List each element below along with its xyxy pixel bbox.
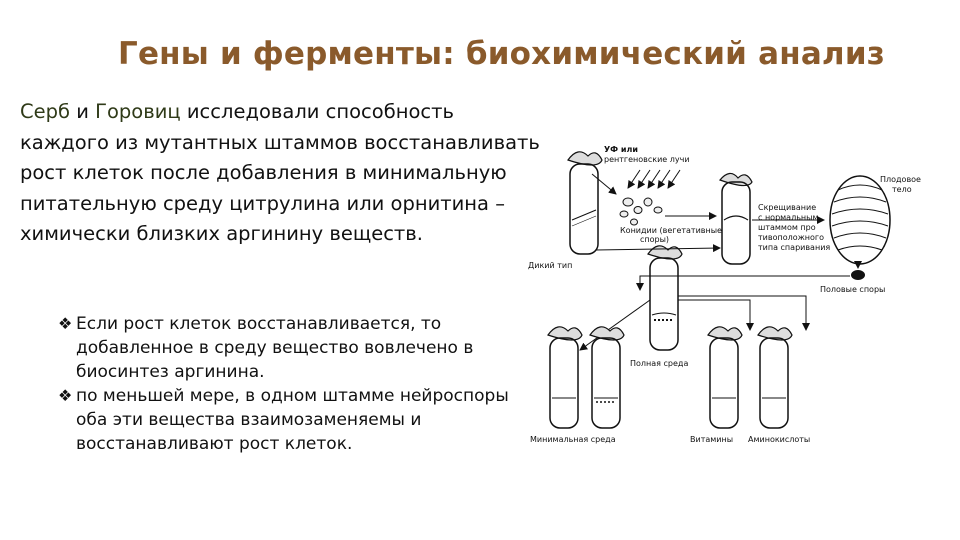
- arrow: [678, 295, 810, 331]
- bullet-item: ❖ Если рост клеток восстанавливается, то…: [58, 312, 528, 384]
- bullet-text: по меньшей мере, в одном штамме нейроспо…: [76, 386, 509, 454]
- author-serb: Серб: [20, 100, 71, 123]
- full-medium-tube: [647, 245, 683, 351]
- sexual-spores-label: Половые споры: [820, 285, 885, 294]
- sexual-spore-icon: [851, 270, 865, 280]
- fruit-body-label-2: тело: [892, 185, 912, 194]
- arrow: [579, 299, 651, 351]
- diamond-bullet-icon: ❖: [58, 386, 73, 405]
- diamond-bullet-icon: ❖: [58, 314, 73, 333]
- bullet-text: Если рост клеток восстанавливается, то д…: [76, 314, 474, 382]
- amino-acids-label: Аминокислоты: [748, 435, 810, 444]
- wild-type-label: Дикий тип: [528, 261, 572, 270]
- neurospora-experiment-diagram: Дикий тип УФ или рентгеновские лучи Кони…: [520, 130, 940, 460]
- conidia-label: Конидии (вегетативные: [620, 226, 722, 235]
- arrow: [678, 299, 754, 331]
- vitamins-label: Витамины: [690, 435, 733, 444]
- conidia-cluster-icon: [619, 197, 663, 226]
- vitamins-tube: [707, 326, 743, 429]
- minimal-medium-label: Минимальная среда: [530, 435, 616, 444]
- crossing-label-3: штаммом про: [758, 223, 816, 232]
- conjunction: и: [70, 100, 96, 123]
- wild-type-tube: [567, 151, 603, 255]
- diagram-svg: Дикий тип УФ или рентгеновские лучи Кони…: [528, 145, 921, 444]
- paragraph-body: исследовали способность каждого из мутан…: [20, 100, 540, 245]
- minimal-medium-tube: [547, 326, 583, 429]
- slide-title: Гены и ферменты: биохимический анализ: [118, 36, 885, 72]
- author-horowitz: Горовиц: [95, 100, 181, 123]
- crossing-label: Скрещивание: [758, 203, 816, 212]
- fruit-body-label: Плодовое: [880, 175, 921, 184]
- amino-acids-tube: [757, 326, 793, 429]
- arrow: [595, 244, 721, 253]
- fruiting-body-icon: [829, 175, 891, 265]
- bullet-item: ❖ по меньшей мере, в одном штамме нейрос…: [58, 384, 528, 456]
- arrow: [636, 275, 850, 291]
- full-medium-label: Полная среда: [630, 359, 688, 368]
- bullet-list: ❖ Если рост клеток восстанавливается, то…: [58, 312, 528, 456]
- uv-label: УФ или: [604, 145, 638, 154]
- crossing-tube: [718, 172, 753, 265]
- conidia-label-2: споры): [640, 235, 669, 244]
- uv-rays-icon: [627, 169, 681, 189]
- crossing-label-4: тивоположного: [758, 233, 824, 242]
- crossing-label-2: с нормальным: [758, 213, 819, 222]
- arrow: [591, 173, 617, 195]
- main-paragraph: Серб и Горовиц исследовали способность к…: [20, 97, 540, 250]
- minimal-medium-tube: [589, 326, 625, 429]
- crossing-label-5: типа спаривания: [758, 243, 830, 252]
- xray-label: рентгеновские лучи: [604, 155, 690, 164]
